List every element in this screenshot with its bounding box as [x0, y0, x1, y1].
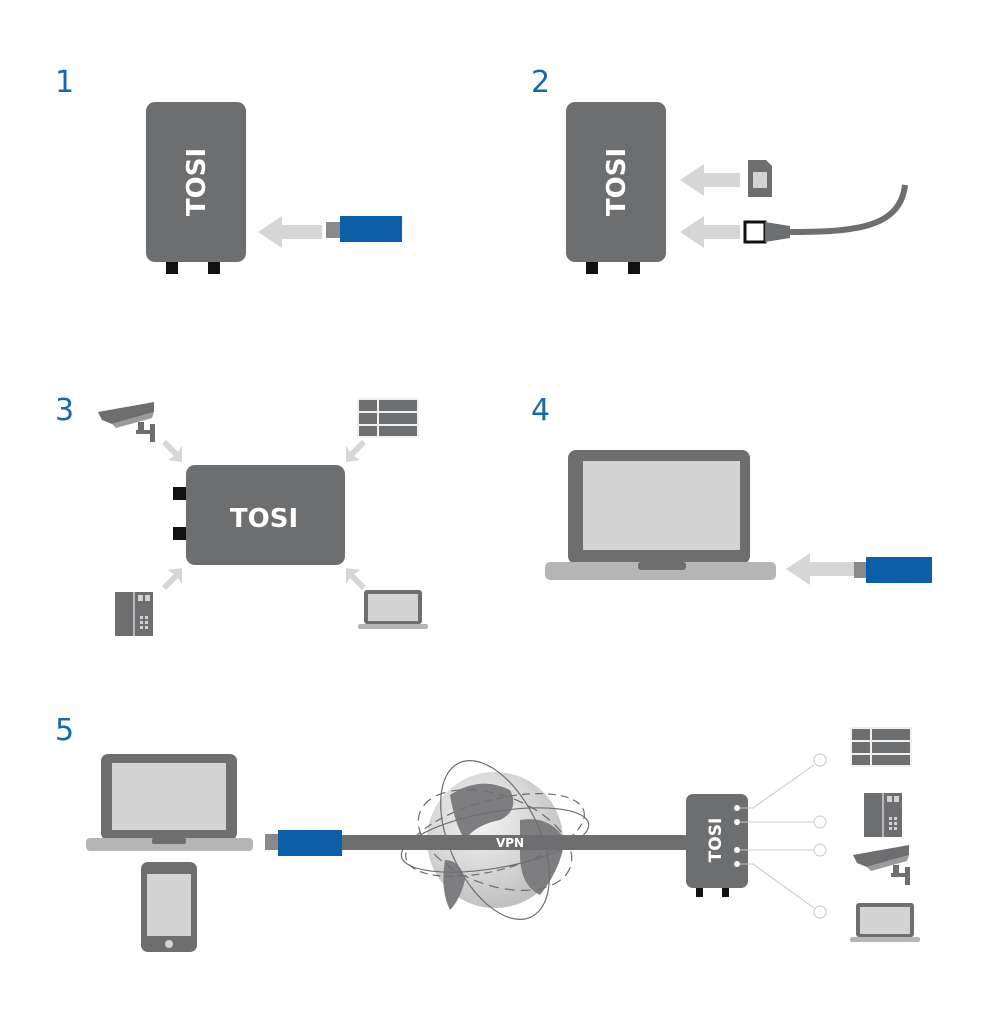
step-4: 4: [531, 393, 932, 585]
intercom-icon: [863, 792, 903, 838]
step-3: 3 TOSI: [55, 393, 428, 637]
arrow-left-icon: [680, 216, 740, 248]
laptop-icon: [850, 903, 920, 942]
tosi-device: TOSI: [566, 102, 666, 274]
intercom-icon: [114, 591, 154, 637]
usb-stick-icon: [326, 216, 402, 242]
tosi-device: TOSI: [146, 102, 246, 274]
device-label: TOSI: [706, 818, 726, 863]
vpn-tunnel: VPN: [342, 835, 688, 850]
arrow-icon: [162, 568, 182, 590]
arrow-left-icon: [786, 553, 856, 585]
step-5: 5 VPN: [55, 713, 920, 952]
usb-stick-icon: [854, 557, 932, 583]
step-number: 3: [55, 393, 74, 428]
connection-arrows: [162, 440, 366, 590]
device-label: TOSI: [602, 148, 632, 216]
arrow-left-icon: [680, 164, 740, 196]
tosi-device: TOSI: [686, 794, 748, 897]
smartphone-icon: [141, 862, 197, 952]
vpn-label: VPN: [496, 836, 524, 850]
laptop-icon: [545, 450, 776, 580]
step-number: 4: [531, 393, 550, 428]
arrow-left-icon: [258, 216, 322, 248]
step-2: 2 TOSI: [531, 65, 908, 274]
sim-card-icon: [748, 160, 772, 197]
controller-icon: [357, 398, 419, 438]
step-number: 5: [55, 713, 74, 748]
laptop-icon: [358, 590, 428, 629]
arrow-icon: [162, 440, 182, 462]
arrow-icon: [346, 440, 366, 462]
device-label: TOSI: [182, 148, 212, 216]
step-number: 1: [55, 65, 74, 100]
tosi-device: TOSI: [173, 465, 345, 565]
step-number: 2: [531, 65, 550, 100]
device-connections: [740, 753, 827, 919]
usb-stick-icon: [265, 830, 342, 856]
device-label: TOSI: [230, 504, 298, 534]
step-1: 1 TOSI: [55, 65, 402, 274]
controller-icon: [850, 727, 912, 767]
security-camera-icon: [853, 845, 910, 885]
ethernet-cable-icon: [743, 184, 908, 244]
arrow-icon: [346, 568, 366, 590]
security-camera-icon: [98, 402, 155, 442]
laptop-icon: [86, 754, 253, 851]
